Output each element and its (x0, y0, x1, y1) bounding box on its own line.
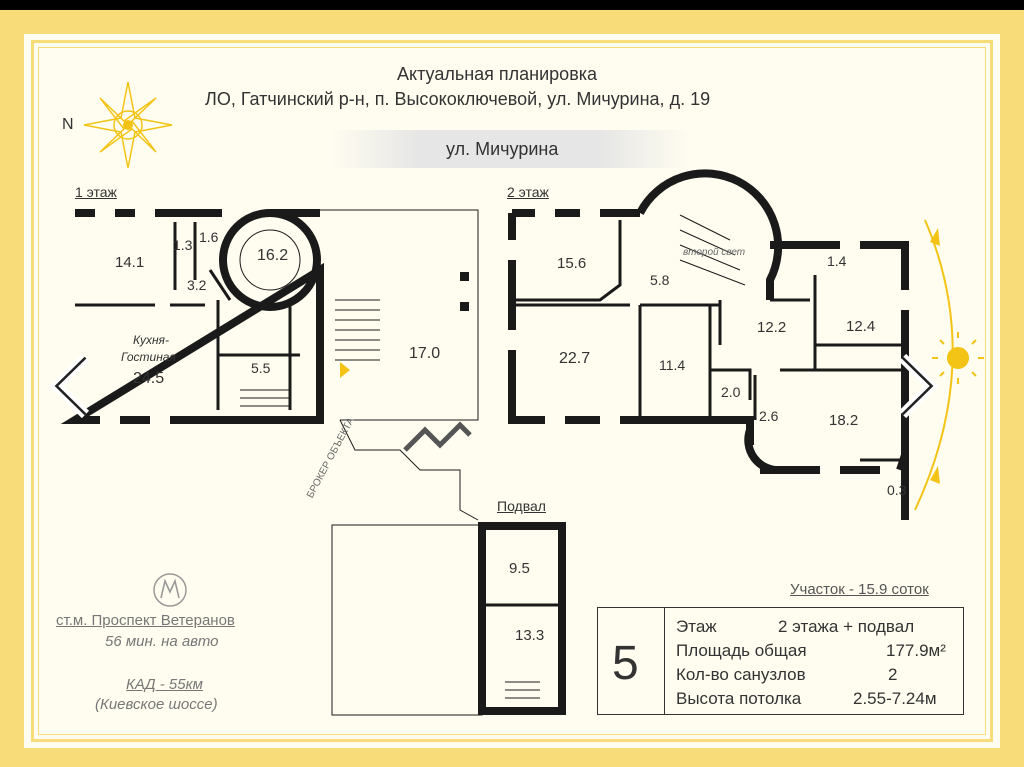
info-label-ceiling: Высота потолка (676, 689, 802, 708)
metro-logo-icon (153, 573, 187, 607)
rooms-count: 5 (612, 637, 639, 690)
stair-second-light-label: второй свет (683, 247, 746, 258)
inner-border-thin (38, 47, 986, 735)
room-label: 12.4 (846, 318, 876, 335)
info-value-floors: 2 этажа + подвал (778, 617, 915, 636)
room-label: Кухня- (133, 333, 169, 347)
next-image-chevron-icon[interactable] (898, 346, 938, 426)
room-label: 0.3 (887, 482, 907, 498)
metro-station: ст.м. Проспект Ветеранов (56, 612, 235, 629)
metro-drive-time: 56 мин. на авто (105, 633, 219, 650)
room-label: 12.2 (757, 319, 787, 336)
room-label: 1.3 (173, 237, 193, 253)
room-label: 11.4 (659, 357, 686, 373)
street-label: ул. Мичурина (446, 139, 559, 159)
floor2-label: 2 этаж (507, 184, 549, 200)
room-label: 13.3 (515, 627, 545, 644)
kad-distance: КАД - 55км (126, 676, 203, 693)
floor2-tower-wall (636, 169, 783, 300)
room-label: 24.5 (133, 370, 165, 387)
plot-size: Участок - 15.9 соток (790, 581, 929, 598)
info-box: 5 (597, 607, 964, 715)
room-label: 22.7 (559, 350, 591, 367)
room-label: 2.0 (721, 384, 741, 400)
room-label: 16.2 (257, 247, 289, 264)
floor1-outer-wall (60, 209, 324, 424)
room-label: 15.6 (557, 255, 587, 272)
room-label: 17.0 (409, 345, 441, 362)
info-label-bathrooms: Кол-во санузлов (676, 665, 806, 684)
room-label: Гостиная (121, 350, 176, 364)
street-bar (330, 130, 690, 168)
floor2-outer-wall (508, 209, 909, 520)
previous-image-chevron-icon[interactable] (50, 346, 90, 426)
sun-icon (932, 332, 984, 384)
basement-outer-wall (478, 522, 566, 715)
info-value-area: 177.9м² (886, 641, 946, 660)
plan-address: ЛО, Гатчинский р-н, п. Высокоключевой, у… (205, 89, 711, 109)
highway-label: (Киевское шоссе) (95, 696, 218, 713)
inner-border (31, 40, 993, 742)
compass-rose-icon (83, 81, 173, 169)
floor1-terrace (320, 209, 479, 521)
top-black-strip (0, 0, 1024, 10)
room-label: 5.5 (251, 360, 271, 376)
north-label: N (62, 116, 74, 133)
room-label: 18.2 (829, 412, 859, 429)
room-label: 5.8 (650, 272, 670, 288)
room-label: 9.5 (509, 560, 530, 577)
room-label: 14.1 (115, 254, 145, 271)
room-label: 3.2 (187, 277, 207, 293)
room-label: 1.6 (199, 229, 219, 245)
info-divider (664, 608, 665, 714)
info-value-ceiling: 2.55-7.24м (853, 689, 937, 708)
plan-title: Актуальная планировка (397, 64, 598, 84)
yard-outline (331, 524, 483, 716)
info-label-area: Площадь общая (676, 641, 807, 660)
broker-logo-icon (403, 421, 472, 452)
info-label-floors: Этаж (676, 617, 717, 636)
floor1-label: 1 этаж (75, 184, 117, 200)
room-label: 2.6 (759, 408, 779, 424)
floor1-tower-wall (219, 209, 321, 311)
info-value-bathrooms: 2 (888, 665, 898, 684)
basement-label: Подвал (497, 498, 546, 514)
room-label: 1.4 (827, 253, 847, 269)
